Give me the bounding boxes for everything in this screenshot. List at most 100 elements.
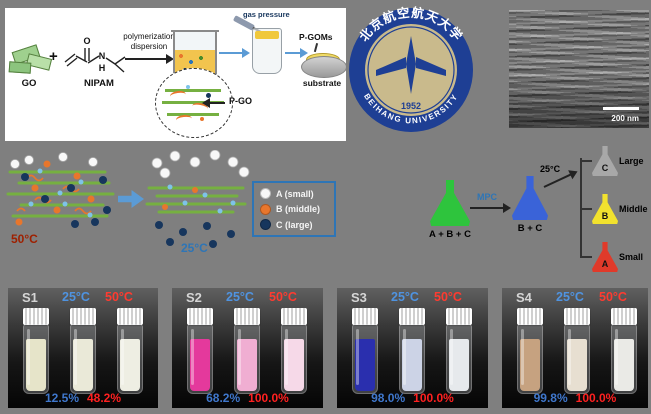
vial-liquid	[520, 339, 540, 391]
rejection-percentages: 98.0% 100.0%	[337, 389, 488, 407]
vial-liquid	[284, 339, 304, 391]
settled-particles-c	[155, 221, 235, 248]
glass-highlight	[191, 329, 194, 385]
cooling-arrow	[543, 173, 572, 188]
rejection-percentages: 68.2% 100.0%	[172, 389, 323, 407]
sample-photo-panel-s2: S2 25°C 50°C 68.2%100.0%	[172, 288, 323, 408]
glass-highlight	[450, 329, 453, 385]
plus-sign: +	[49, 48, 58, 65]
vial-body	[517, 324, 543, 394]
vial-body	[70, 324, 96, 394]
vial	[185, 308, 215, 400]
vial	[232, 308, 262, 400]
particles-b	[15, 160, 95, 226]
vial-cap	[70, 308, 96, 325]
gas-pressure-label: gas pressure	[243, 10, 290, 19]
flask-letter-b: B	[601, 211, 609, 221]
pgo-pointer-arrow	[209, 102, 225, 104]
cold-percentage: 99.8%	[533, 391, 568, 405]
vial-cap	[117, 308, 143, 325]
vial-body	[399, 324, 425, 394]
collection-vial	[252, 28, 282, 74]
vial-body	[564, 324, 590, 394]
deposit-arrow	[285, 48, 308, 58]
vial	[515, 308, 545, 400]
atom-n-label: N	[99, 51, 106, 61]
vial-cap	[234, 308, 260, 325]
vial	[21, 308, 51, 400]
vial-body	[446, 324, 472, 394]
mixture-flask	[430, 180, 470, 226]
vial-liquid	[402, 339, 422, 391]
atom-h-label: H	[99, 63, 106, 73]
emblem-wing-left	[376, 57, 406, 76]
flask-letter-a: A	[601, 259, 609, 269]
vial-cap	[564, 308, 590, 325]
vial-liquid	[120, 339, 140, 391]
glass-highlight	[356, 329, 359, 385]
vial-liquid	[449, 339, 469, 391]
legend-row: A (small)	[260, 188, 328, 199]
small-fraction-flask: A	[592, 242, 618, 272]
flask-letter-c: C	[601, 163, 609, 173]
released-particles-a	[151, 150, 250, 179]
middle-label: Middle	[619, 204, 648, 214]
particle	[200, 117, 204, 121]
particle-legend: A (small) B (middle) C (large)	[252, 181, 336, 237]
branch-line	[582, 256, 592, 258]
cold-temp-label: 25°C	[181, 241, 208, 255]
mixture-flask-label: A + B + C	[429, 229, 471, 240]
substrate-disk	[301, 56, 346, 78]
emblem-wing-right	[416, 57, 446, 76]
hot-percentage: 100.0%	[413, 391, 454, 405]
vial-cap	[517, 308, 543, 325]
vial-cap	[399, 308, 425, 325]
trapped-particles-b	[162, 187, 198, 210]
particles-a	[10, 152, 98, 169]
vial-liquid	[73, 339, 93, 391]
atom-o-label: O	[83, 36, 90, 46]
branch-bracket	[580, 158, 582, 258]
reaction-arrow	[125, 54, 174, 64]
middle-fraction-flask: B	[592, 194, 618, 224]
legend-swatch-b	[260, 203, 271, 215]
go-sheet-line	[162, 101, 224, 104]
vial-body	[281, 324, 307, 394]
grafted-pnipam-dots	[167, 184, 236, 214]
vial-body	[117, 324, 143, 394]
go-sheet-line	[165, 89, 221, 92]
cold-percentage: 98.0%	[371, 391, 406, 405]
transfer-arrow	[219, 48, 250, 58]
vial-body	[187, 324, 213, 394]
pgo-label: P-GO	[229, 96, 253, 106]
cold-percentage: 68.2%	[206, 391, 241, 405]
small-label: Small	[619, 252, 644, 262]
vial-body	[611, 324, 637, 394]
hot-temp-header: 50°C	[105, 290, 133, 304]
glass-highlight	[74, 329, 77, 385]
vial-cap	[446, 308, 472, 325]
glass-highlight	[238, 329, 241, 385]
mpc-arrow	[470, 203, 511, 213]
schematic-25c-panel: 25°C	[145, 150, 250, 255]
nipam-structure: O N H	[64, 36, 126, 73]
legend-label-b: B (middle)	[276, 204, 320, 214]
legend-label-c: C (large)	[276, 219, 313, 230]
emblem-fuselage	[406, 36, 416, 94]
hot-percentage: 100.0%	[248, 391, 289, 405]
step-text-line1: polymerization	[123, 32, 175, 41]
polymer-chain	[175, 114, 193, 125]
vial-body	[352, 324, 378, 394]
vial-liquid	[614, 339, 634, 391]
vial-cap	[352, 308, 378, 325]
logo-inner-ring	[367, 26, 455, 114]
glass-highlight	[568, 329, 571, 385]
vial-liquid	[190, 339, 210, 391]
branch-line	[582, 208, 592, 210]
vial	[279, 308, 309, 400]
grafted-pnipam-dots	[28, 168, 93, 218]
legend-row: B (middle)	[260, 203, 328, 215]
bc-flask-label: B + C	[517, 223, 543, 234]
vial-cap	[23, 308, 49, 325]
cold-percentage: 12.5%	[44, 391, 79, 405]
